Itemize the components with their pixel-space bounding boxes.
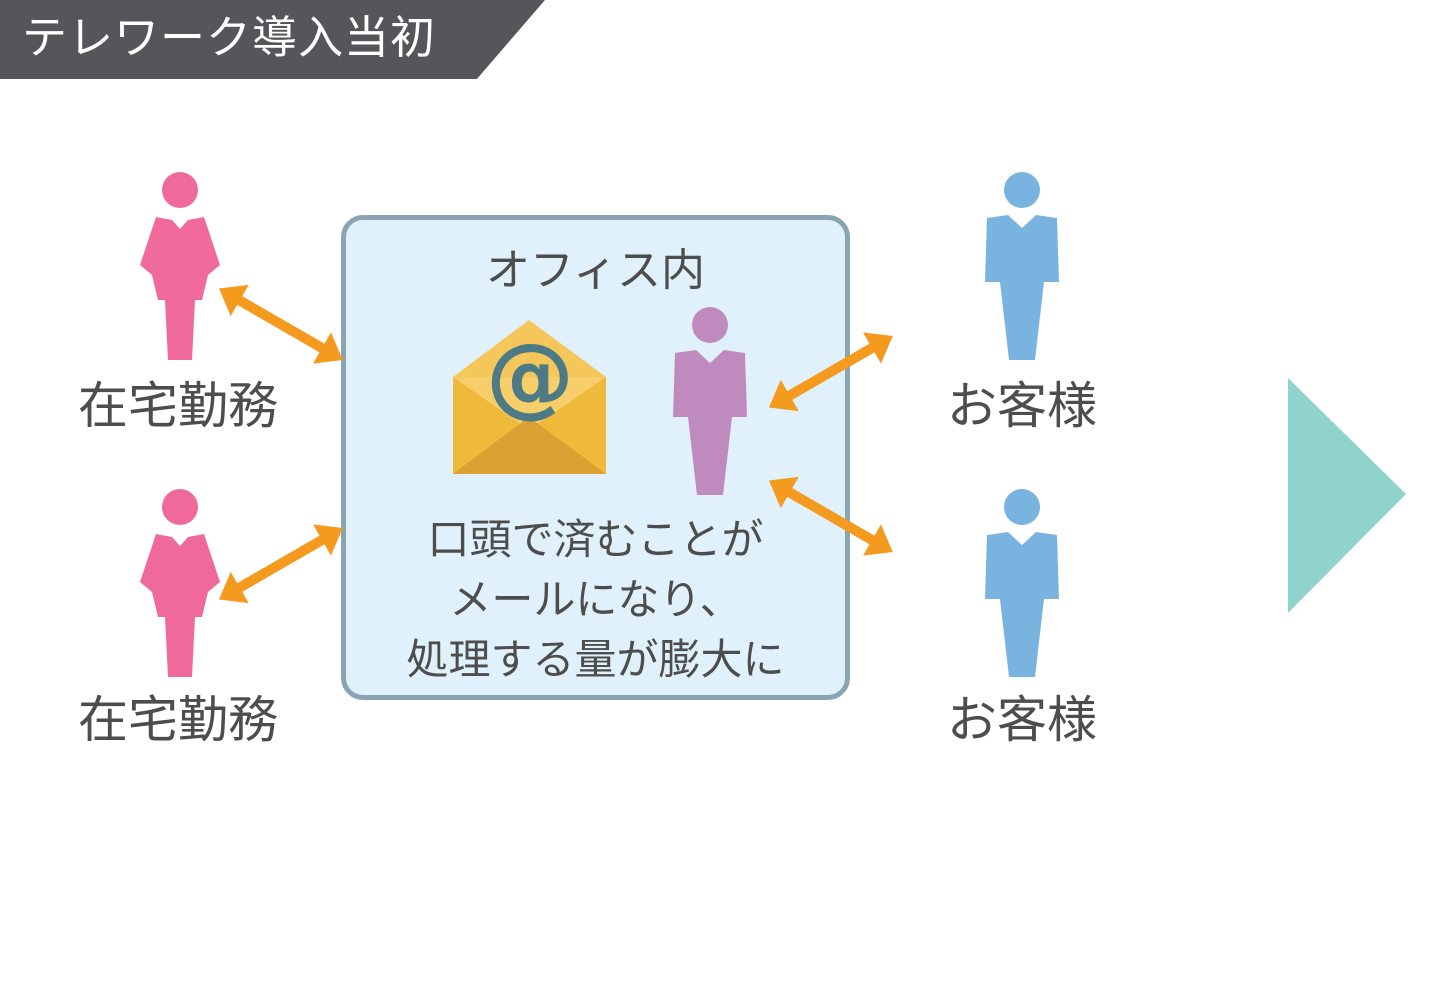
customer-figure [985,172,1059,360]
office-worker-figure [673,307,747,495]
remote-worker-label: 在宅勤務 [78,377,278,435]
office-box: オフィス内 口頭で済むことが メールになり、 処理する量が膨大に [341,215,850,700]
office-message-line: 口頭で済むことが [427,515,764,564]
double-arrow-icon [768,476,893,556]
customer-label: お客様 [947,377,1097,435]
page-title: テレワーク導入当初 [22,11,437,64]
next-arrow-icon [1288,378,1406,613]
remote-worker-label: 在宅勤務 [78,691,278,749]
office-message: 口頭で済むことが メールになり、 処理する量が膨大に [346,510,845,690]
email-envelope-icon: @ [453,320,606,474]
remote-worker-figure [140,172,220,360]
remote-worker-figure [140,489,220,677]
office-title: オフィス内 [485,245,706,296]
connection-arrows [218,284,893,604]
double-arrow-icon [768,332,893,412]
customer-figure [985,489,1059,677]
at-sign-icon: @ [486,324,574,427]
office-message-line: 処理する量が膨大に [406,635,785,684]
customer-label: お客様 [947,691,1097,749]
double-arrow-icon [218,524,343,604]
double-arrow-icon [218,284,343,364]
header-banner [0,0,545,79]
office-message-line: メールになり、 [449,575,742,624]
